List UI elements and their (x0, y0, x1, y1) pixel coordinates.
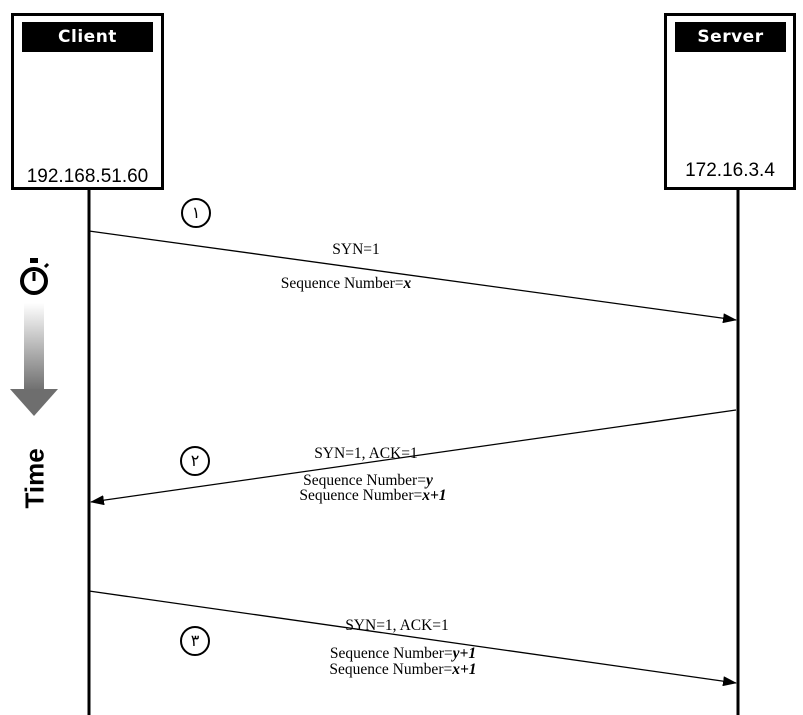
message-2-sequence-2: Sequence Number=x+1 (268, 487, 478, 505)
server-ip-address: 172.16.3.4 (685, 160, 775, 181)
message-1-flags: SYN=1 (332, 241, 380, 258)
message-3-seq1-value: y+1 (452, 645, 477, 662)
client-ip-address: 192.168.51.60 (26, 166, 149, 187)
message-3-seq2-value: x+1 (452, 661, 477, 678)
stopwatch-icon (20, 258, 50, 295)
message-3-seq2-prefix: Sequence Number= (329, 661, 453, 678)
message-3-seq1-prefix: Sequence Number= (329, 645, 453, 662)
message-2-seq2-value: x+1 (422, 487, 447, 504)
server-title: Server (675, 22, 786, 52)
step-marker-2: ٢ (180, 446, 210, 476)
step-marker-1: ١ (181, 198, 211, 228)
client-title: Client (22, 22, 153, 52)
message-3-sequence-1: Sequence Number=y+1 (298, 645, 508, 663)
message-3-flags: SYN=1, ACK=1 (345, 617, 449, 634)
message-2-seq1-prefix: Sequence Number= (303, 472, 426, 489)
message-1-sequence: Sequence Number=x (236, 275, 456, 293)
message-2-seq1-value: y (425, 472, 433, 489)
message-arrow-2 (90, 409, 737, 506)
message-arrow-3 (88, 590, 737, 687)
message-1-seq-prefix: Sequence Number= (280, 275, 404, 292)
time-axis-label: Time (19, 448, 50, 509)
message-2-seq2-prefix: Sequence Number= (299, 487, 423, 504)
message-3-sequence-2: Sequence Number=x+1 (298, 661, 508, 679)
message-1-seq-value: x (403, 275, 412, 292)
message-arrow-1 (88, 230, 737, 324)
step-marker-3: ٣ (180, 626, 210, 656)
down-arrow-icon (10, 303, 58, 416)
message-2-sequence-1: Sequence Number=y (268, 472, 468, 490)
message-2-flags: SYN=1, ACK=1 (314, 445, 418, 462)
